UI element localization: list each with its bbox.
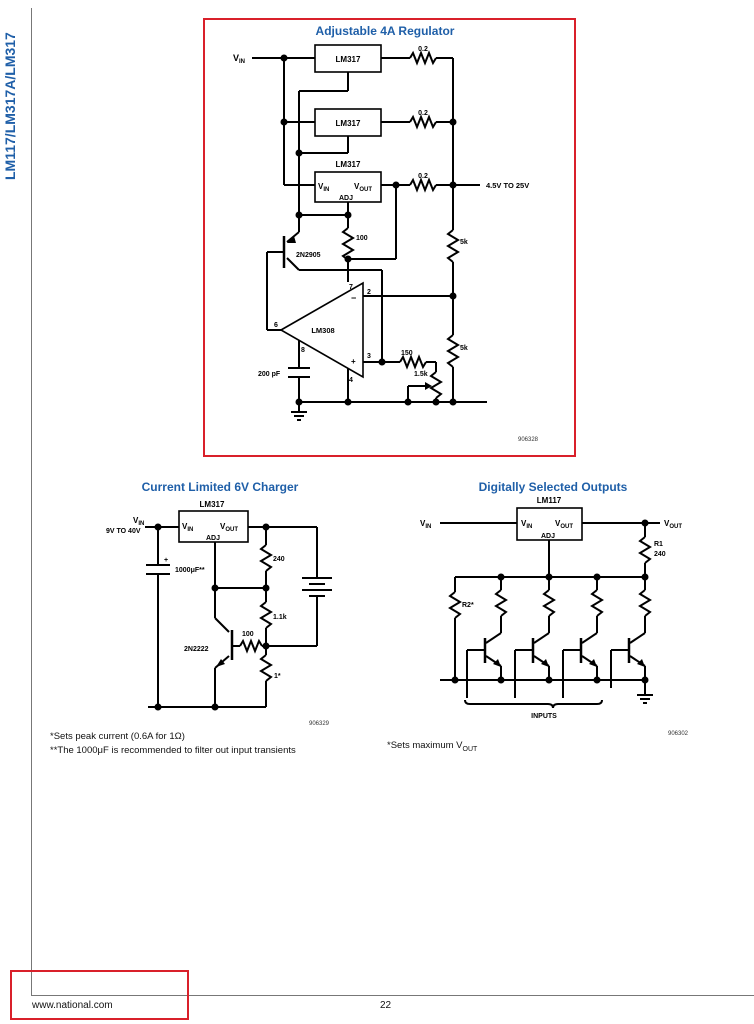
regulator-junction-dots: [280, 54, 457, 406]
label-charger-transistor: 2N2222: [184, 646, 209, 653]
label-digital-r2: R2*: [462, 602, 474, 609]
transistor-stage-3: [562, 577, 604, 698]
label-digital-ic: LM117: [537, 496, 562, 505]
label-charger-cap: 1000μF**: [175, 567, 205, 574]
collector: [581, 632, 598, 644]
label-opamp: LM308: [311, 326, 334, 335]
figure-code-charger: 906329: [309, 721, 330, 727]
ic-lm317-3: [314, 171, 382, 203]
figure-title-regulator: Adjustable 4A Regulator: [315, 24, 455, 38]
label-charger-r100: 100: [242, 631, 254, 638]
label-plus: +: [351, 357, 356, 366]
label-digital-ic-adj: ADJ: [541, 533, 555, 540]
page-frame-left: [31, 8, 32, 995]
emitter-arrow: [589, 659, 597, 667]
collector: [533, 632, 550, 644]
label-digital-ic-vout: VOUT: [555, 519, 573, 530]
label-digital-r1: R1: [654, 541, 663, 548]
label-charger-vin-range: 9V TO 40V: [106, 528, 141, 535]
label-r5k-top: 5k: [460, 239, 468, 246]
digital-note-sub: OUT: [462, 745, 478, 753]
label-minus: −: [351, 293, 356, 303]
figure-code-regulator: 906328: [518, 437, 539, 443]
label-r5k-bottom: 5k: [460, 345, 468, 352]
emitter-arrow: [541, 659, 549, 667]
ic-lm317-1: [314, 44, 382, 73]
label-transistor-2n2905: 2N2905: [296, 252, 321, 259]
digital-note: *Sets maximum VOUT: [387, 740, 477, 753]
highlight-box-footer: [10, 970, 189, 1020]
label-cap-200pf: 200 pF: [258, 371, 281, 378]
highlight-box-regulator: [203, 18, 576, 457]
collector-resistor: [542, 589, 556, 617]
label-pin4: 4: [349, 377, 353, 384]
digital-junction-dots: [451, 519, 649, 684]
label-ic3: LM317: [336, 160, 361, 169]
label-pot: 1.5k: [414, 371, 428, 378]
label-pin7: 7: [349, 284, 353, 291]
charger-junction-dots: [154, 523, 270, 711]
ic-lm317-2: [314, 108, 382, 137]
figure-title-charger: Current Limited 6V Charger: [141, 480, 299, 494]
label-digital-ic-vin: VIN: [521, 519, 532, 530]
label-charger-ic-vin: VIN: [182, 522, 193, 533]
label-r1: 0.2: [418, 46, 428, 53]
collector: [485, 632, 502, 644]
footer-url[interactable]: www.national.com: [32, 1000, 113, 1011]
label-r2: 0.2: [418, 110, 428, 117]
transistor-stage-4: [610, 577, 652, 688]
label-charger-ic-vout: VOUT: [220, 522, 238, 533]
collector: [629, 632, 646, 644]
label-charger-r240: 240: [273, 556, 285, 563]
label-ic3-vout: VOUT: [354, 182, 372, 193]
label-pin6: 6: [274, 322, 278, 329]
label-r3: 0.2: [418, 173, 428, 180]
ic-lm317-charger: [178, 510, 249, 543]
label-digital-vout: VOUT: [664, 519, 682, 530]
digital-note-text: *Sets maximum V: [387, 740, 463, 751]
label-ic3-vin: VIN: [318, 182, 329, 193]
label-r100: 100: [356, 235, 368, 242]
digital-transistor-stages: [466, 577, 652, 698]
footer-page-number: 22: [380, 1000, 392, 1011]
label-digital-r1-value: 240: [654, 551, 666, 558]
page-frame-bottom: [31, 995, 754, 996]
label-output-range: 4.5V TO 25V: [486, 181, 529, 190]
label-digital-inputs: INPUTS: [531, 713, 557, 720]
figure-title-digital: Digitally Selected Outputs: [478, 480, 628, 494]
label-r150: 150: [401, 350, 413, 357]
label-ic3-adj: ADJ: [339, 195, 353, 202]
regulator-wires: [252, 50, 487, 421]
label-digital-vin: VIN: [420, 519, 431, 530]
label-charger-r1k1: 1.1k: [273, 614, 287, 621]
label-pin8: 8: [301, 347, 305, 354]
label-ic2: LM317: [336, 119, 361, 128]
charger-note-1: *Sets peak current (0.6A for 1Ω): [50, 731, 185, 742]
label-vin: VIN: [233, 53, 245, 65]
collector-resistor: [590, 589, 604, 617]
label-charger-ic: LM317: [200, 500, 225, 509]
emitter-arrow: [493, 659, 501, 667]
charger-note-2: **The 1000μF is recommended to filter ou…: [50, 745, 296, 756]
emitter-arrow: [637, 659, 645, 667]
label-charger-ic-adj: ADJ: [206, 535, 220, 542]
collector-resistor: [638, 589, 652, 617]
label-pin3: 3: [367, 353, 371, 360]
ic-lm117: [516, 507, 583, 541]
label-charger-vin: VIN: [133, 516, 144, 527]
label-pin2: 2: [367, 289, 371, 296]
label-charger-r1: 1*: [274, 673, 281, 680]
label-charger-cap-plus: +: [164, 557, 168, 564]
collector-resistor: [494, 589, 508, 617]
figure-code-digital: 906302: [668, 731, 689, 737]
label-ic1: LM317: [336, 55, 361, 64]
